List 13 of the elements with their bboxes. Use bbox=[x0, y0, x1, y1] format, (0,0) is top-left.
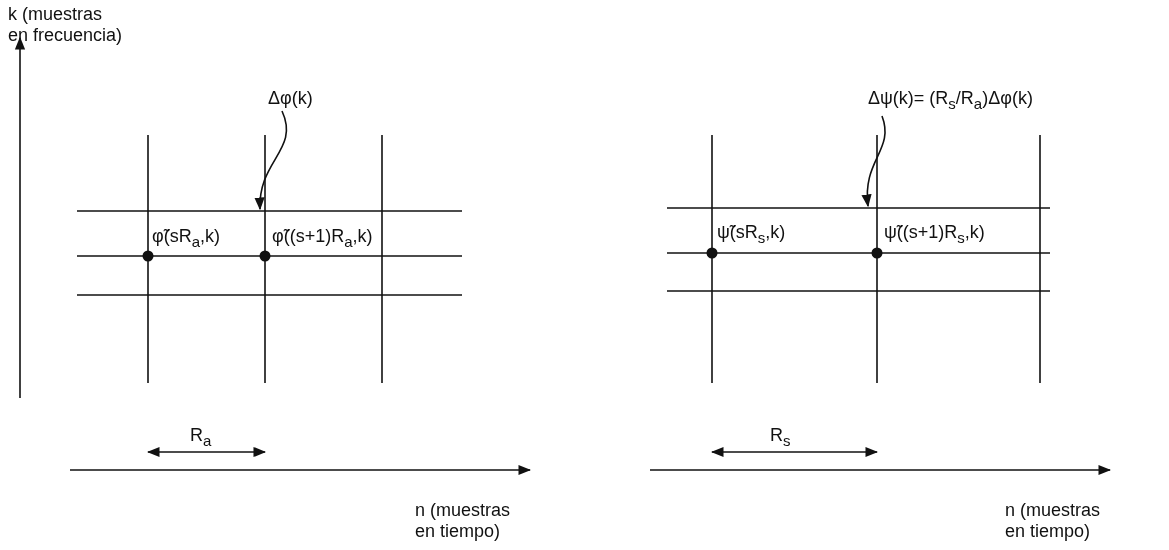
annotation-label: Δψ(k)= (R$_{s}$/R$_{a}$)Δφ(k) bbox=[868, 88, 1033, 114]
leader-line bbox=[255, 110, 288, 211]
point-label: ψ̃(sR$_{s}$,k) bbox=[717, 222, 786, 248]
axis-label: k (muestras en frecuencia) bbox=[8, 4, 123, 46]
axis-label: n (muestras en tiempo) bbox=[415, 500, 512, 542]
dimension-label: R$_{s}$ bbox=[770, 425, 791, 451]
annotation-label: Δφ(k) bbox=[268, 88, 313, 109]
dimension-label: R$_{a}$ bbox=[190, 425, 212, 451]
point-label: φ̃(sR$_{a}$,k) bbox=[152, 226, 220, 252]
axis-label: n (muestras en tiempo) bbox=[1005, 500, 1102, 542]
leader-line bbox=[862, 115, 886, 208]
point-label: φ̃((s+1)R$_{a}$,k) bbox=[272, 226, 373, 252]
point-label: ψ̃((s+1)R$_{s}$,k) bbox=[884, 222, 985, 248]
